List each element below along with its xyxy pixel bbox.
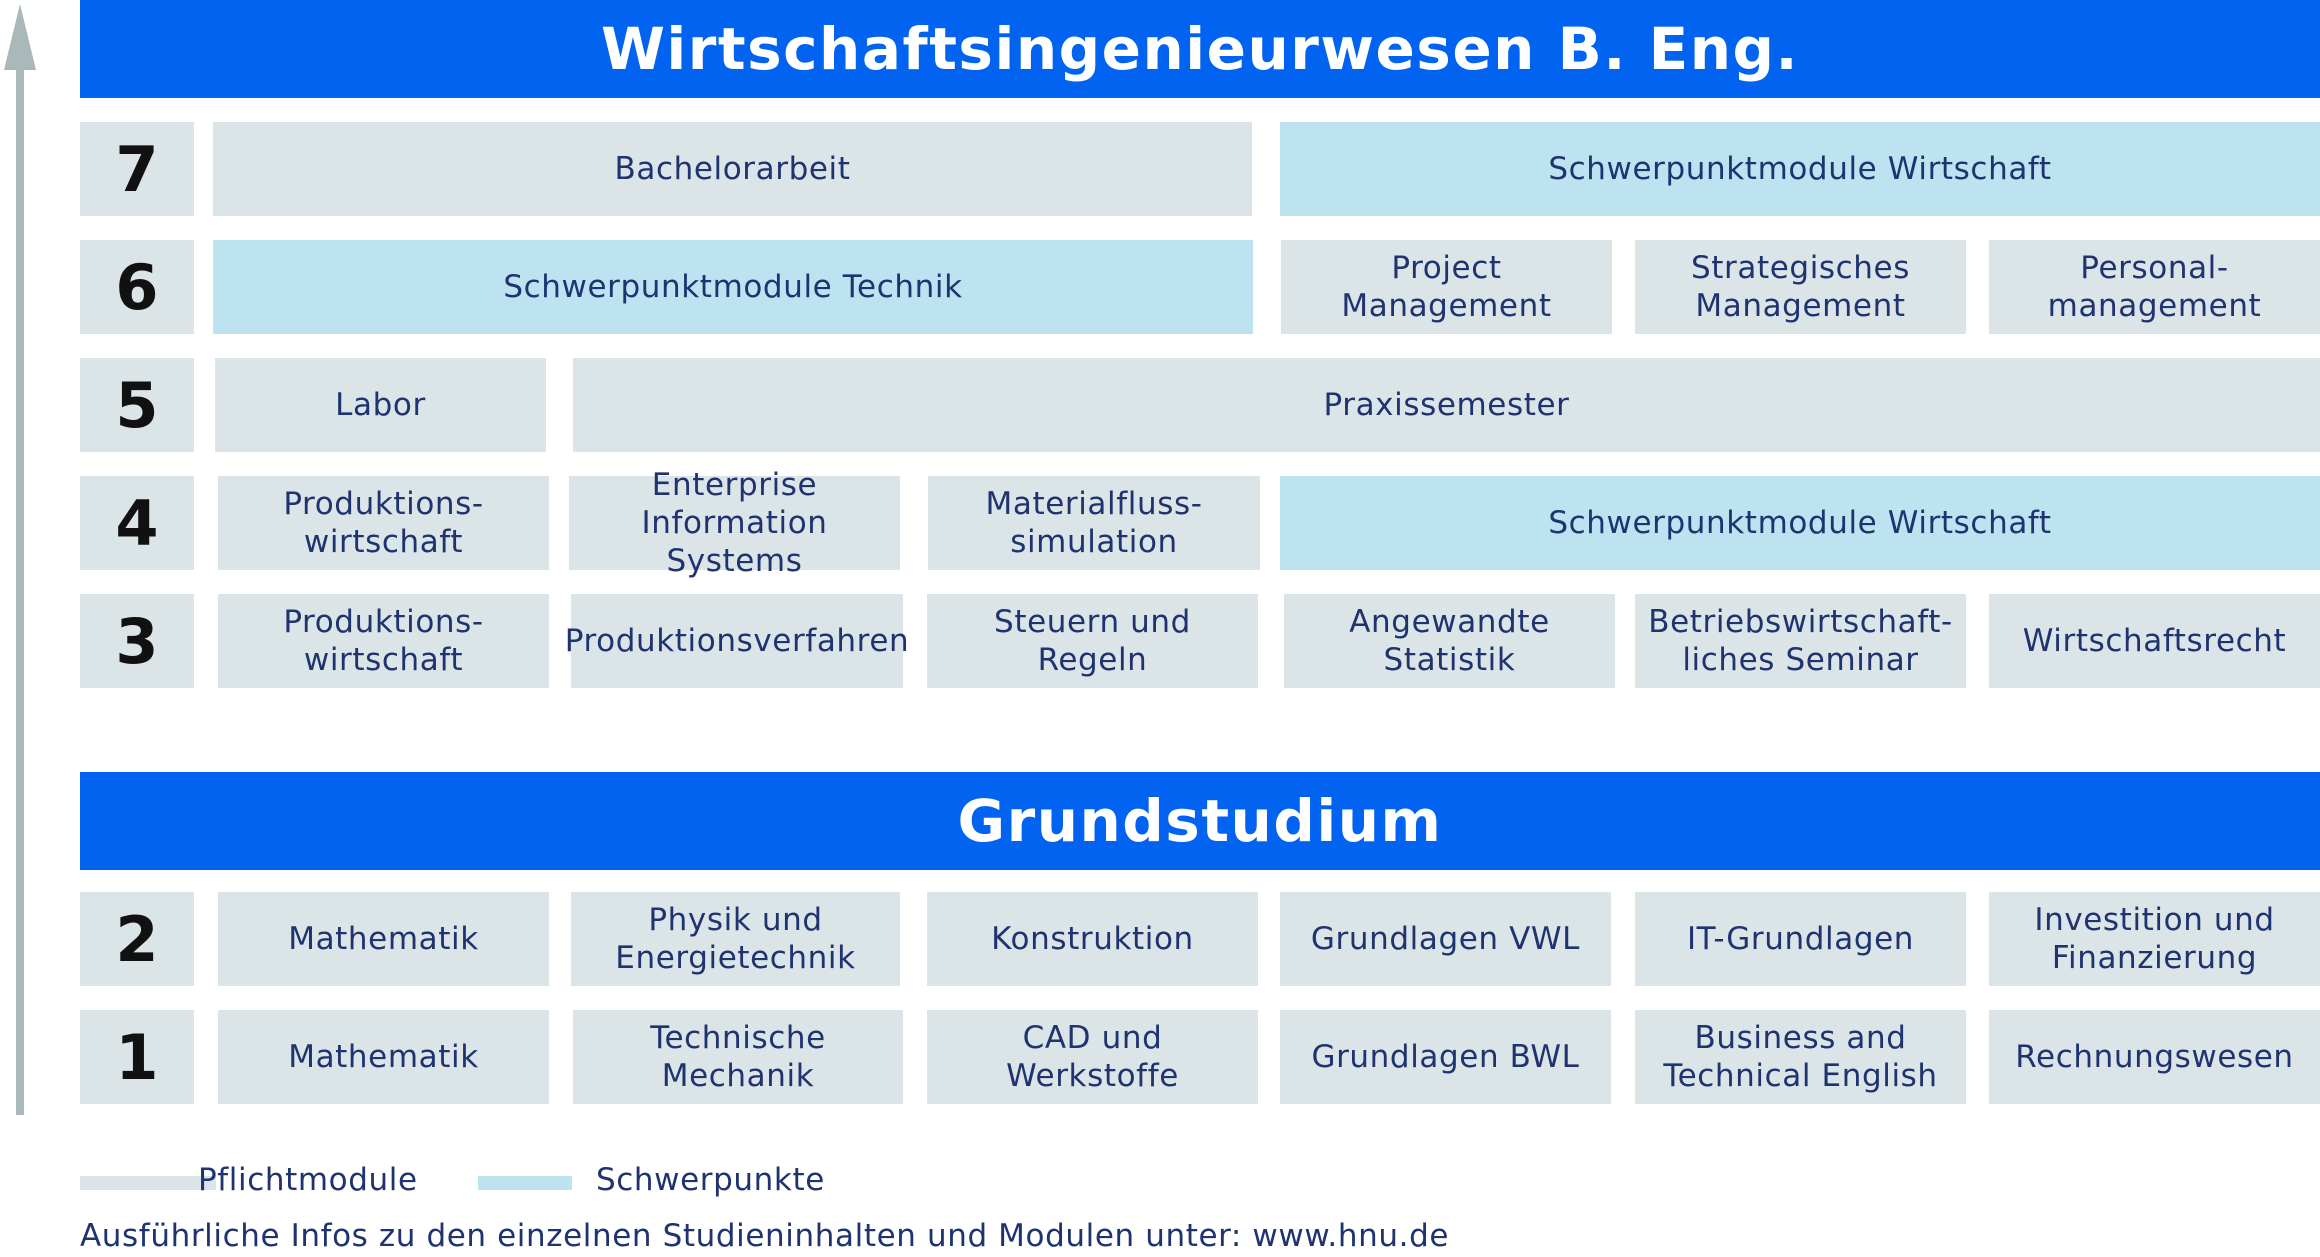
pflicht-module-cell: Produktions- wirtschaft (218, 476, 549, 570)
semester-number: 7 (80, 122, 194, 216)
pflicht-module-cell: Produktionsverfahren (565, 594, 909, 688)
pflicht-module-cell: Personal- management (1989, 240, 2320, 334)
program-title-banner: Wirtschaftsingenieurwesen B. Eng. (80, 0, 2320, 98)
pflicht-module-cell: Steuern und Regeln (927, 594, 1258, 688)
pflicht-module-cell: Physik und Energietechnik (571, 892, 900, 986)
pflicht-module-cell: Grundlagen BWL (1280, 1010, 1611, 1104)
program-title: Wirtschaftsingenieurwesen B. Eng. (600, 15, 1800, 83)
pflicht-module-cell: Investition und Finanzierung (1989, 892, 2320, 986)
legend-swatch-pflichtmodule (80, 1176, 216, 1190)
pflicht-module-cell: Konstruktion (927, 892, 1258, 986)
pflicht-module-cell: Strategisches Management (1635, 240, 1966, 334)
footer-note: Ausführliche Infos zu den einzelnen Stud… (80, 1218, 1450, 1254)
pflicht-module-cell: Labor (215, 358, 546, 452)
grundstudium-title: Grundstudium (957, 787, 1443, 855)
semester-number: 5 (80, 358, 194, 452)
pflicht-module-cell: CAD und Werkstoffe (927, 1010, 1258, 1104)
semester-number: 6 (80, 240, 194, 334)
pflicht-module-cell: Produktions- wirtschaft (218, 594, 549, 688)
semester-number: 3 (80, 594, 194, 688)
schwerpunkt-module-cell: Schwerpunktmodule Wirtschaft (1280, 476, 2320, 570)
pflicht-module-cell: Project Management (1281, 240, 1612, 334)
pflicht-module-cell: Enterprise Information Systems (569, 467, 900, 579)
semester-number: 1 (80, 1010, 194, 1104)
pflicht-module-cell: Grundlagen VWL (1280, 892, 1611, 986)
pflicht-module-cell: Rechnungswesen (1989, 1010, 2320, 1104)
pflicht-module-cell: Business and Technical English (1635, 1010, 1966, 1104)
semester-number: 2 (80, 892, 194, 986)
pflicht-module-cell: Materialfluss- simulation (928, 476, 1260, 570)
schwerpunkt-module-cell: Schwerpunktmodule Technik (213, 240, 1253, 334)
legend-swatch-schwerpunkte (478, 1176, 572, 1190)
pflicht-module-cell: Wirtschaftsrecht (1989, 594, 2320, 688)
pflicht-module-cell: Praxissemester (573, 358, 2320, 452)
pflicht-module-cell: Angewandte Statistik (1284, 594, 1615, 688)
grundstudium-banner: Grundstudium (80, 772, 2320, 870)
semester-number: 4 (80, 476, 194, 570)
pflicht-module-cell: IT-Grundlagen (1635, 892, 1966, 986)
legend-label-schwerpunkte: Schwerpunkte (596, 1162, 825, 1198)
pflicht-module-cell: Mathematik (218, 892, 549, 986)
pflicht-module-cell: Betriebswirtschaft- liches Seminar (1635, 594, 1966, 688)
schwerpunkt-module-cell: Schwerpunktmodule Wirtschaft (1280, 122, 2320, 216)
legend-label-pflichtmodule: Pflichtmodule (198, 1162, 418, 1198)
pflicht-module-cell: Technische Mechanik (573, 1010, 903, 1104)
time-axis-arrow-icon (4, 4, 36, 1115)
pflicht-module-cell: Bachelorarbeit (213, 122, 1252, 216)
pflicht-module-cell: Mathematik (218, 1010, 549, 1104)
